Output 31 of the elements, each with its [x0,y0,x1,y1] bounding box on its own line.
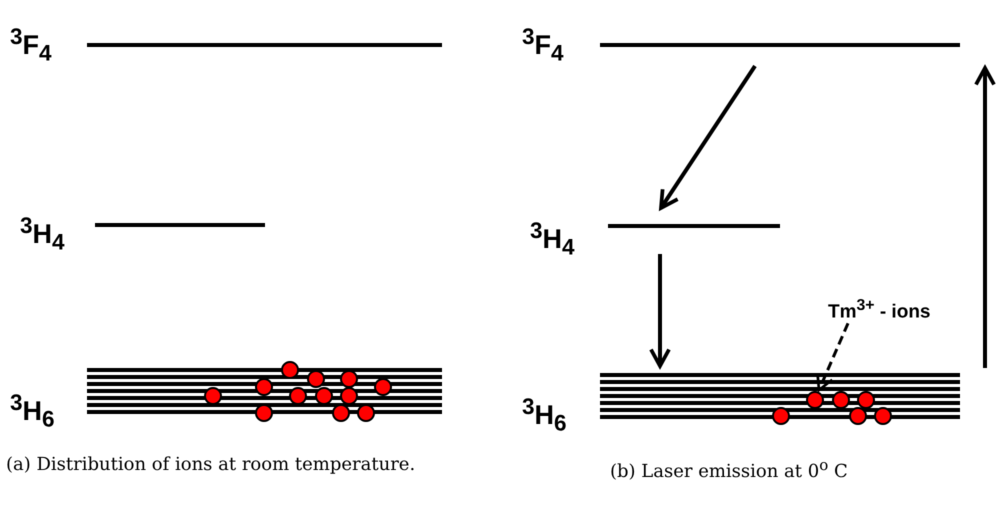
level-label: $^{3}$H$_{4}$ [20,212,65,256]
ion-dot [255,404,273,422]
dashed-arrow [816,322,850,392]
figure-caption: (b) Laser emission at 0$^{o}$ C [610,455,849,484]
level-label: $^{3}$H$_{6}$ [10,389,55,434]
ion-dot [832,391,850,409]
ion-dot [874,407,892,425]
ion-dot [374,378,392,396]
ion-dot [307,370,325,388]
ion-dot [204,387,222,405]
ion-dot [315,387,333,405]
ion-dot [857,391,875,409]
ion-dot [255,378,273,396]
level-label: $^{3}$F$_{4}$ [522,23,564,68]
ion-dot [340,370,358,388]
ion-dot [772,407,790,425]
ion-dot [340,387,358,405]
ion-label: Tm$^{3+}$ - ions [828,297,930,324]
arrow [649,254,671,368]
ion-dot [806,391,824,409]
ion-dot [281,361,299,379]
arrow [659,64,757,210]
level-label: $^{3}$H$_{6}$ [522,393,567,438]
ion-dot [849,407,867,425]
ion-dot [332,404,350,422]
level-label: $^{3}$F$_{4}$ [10,23,52,68]
arrow [974,66,996,368]
level-label: $^{3}$H$_{4}$ [530,217,575,262]
ion-dot [289,387,307,405]
figure-caption: (a) Distribution of ions at room temperature. [6,453,416,477]
ion-dot [357,404,375,422]
